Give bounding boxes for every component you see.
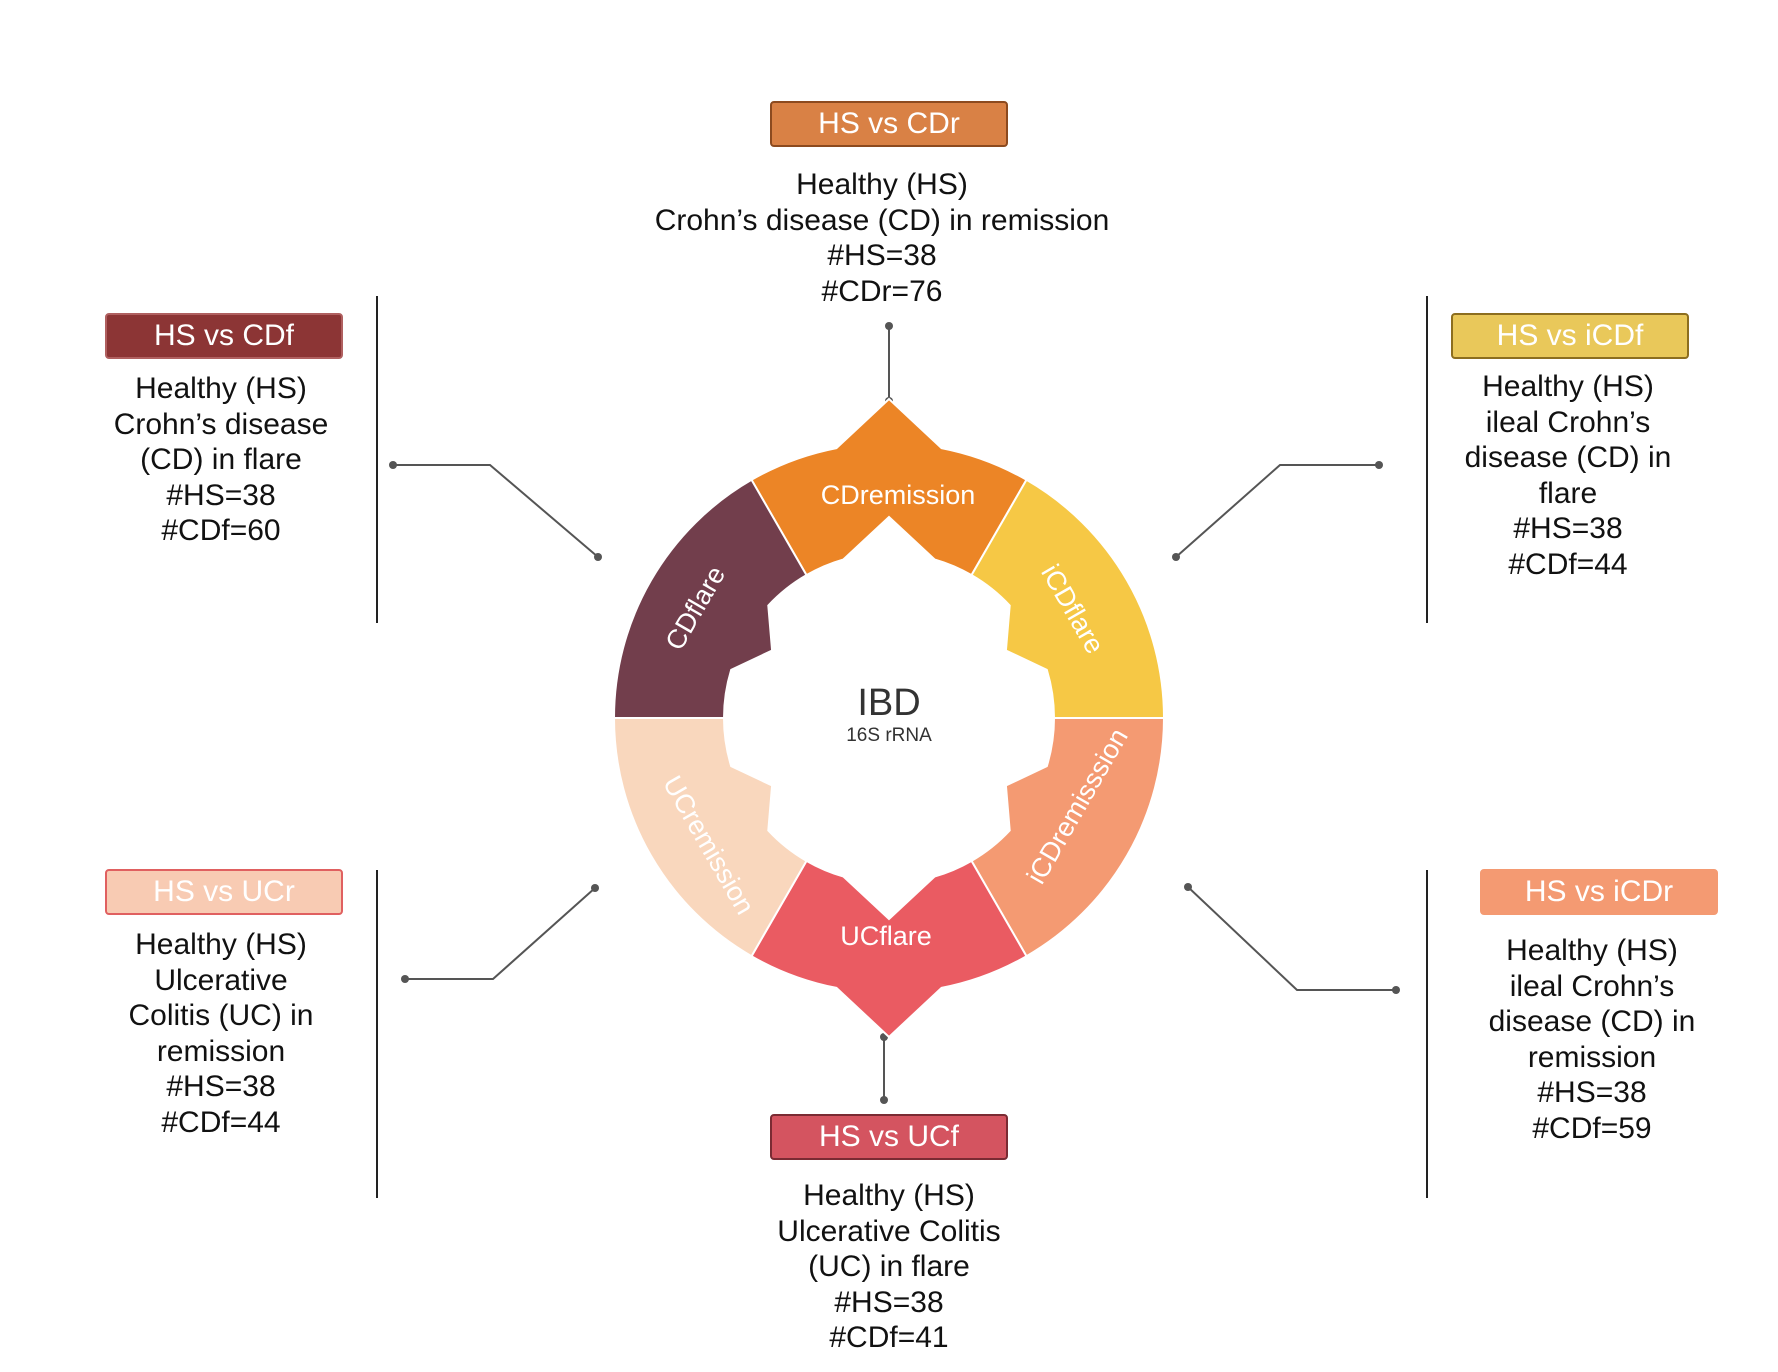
connector-lines: [376, 296, 1428, 1198]
description-line: Healthy (HS): [135, 372, 307, 405]
description-line: ileal Crohn’s: [1509, 969, 1675, 1003]
segment-cdremission: [750, 397, 1028, 577]
description-line: Colitis (UC) in: [128, 999, 314, 1032]
description-line: Healthy (HS): [1506, 934, 1678, 967]
description-line: #HS=38: [1513, 512, 1623, 545]
segment-icdremisssion: [970, 717, 1166, 958]
description-line: flare: [1538, 476, 1598, 510]
comparison-badge: HS vs CDr: [770, 101, 1008, 147]
description-line: disease (CD) in: [1464, 441, 1672, 474]
connector-ucr: [401, 884, 599, 983]
description-line: ileal Crohn’s: [1485, 405, 1651, 439]
description-line: Healthy (HS): [1482, 370, 1654, 403]
connector-cdr: [885, 322, 893, 405]
description-line: remission: [156, 1034, 286, 1068]
connector-ucf: [880, 1033, 888, 1104]
connector-icdr: [1184, 883, 1400, 994]
comparison-description: Healthy (HS)Ulcerative Colitis(UC) in fl…: [639, 1178, 1139, 1356]
center-title: IBD: [857, 682, 920, 724]
description-line: Crohn’s disease (CD) in remission: [654, 203, 1110, 237]
segment-ucremission: [612, 717, 808, 958]
description-line: #HS=38: [834, 1285, 944, 1319]
description-line: #HS=38: [166, 478, 276, 512]
comparison-badge: HS vs iCDf: [1451, 313, 1689, 359]
description-line: #CDf=44: [1508, 547, 1628, 581]
comparison-description: Healthy (HS)Crohn’s disease (CD) in remi…: [632, 167, 1132, 309]
center-subtitle: 16S rRNA: [846, 725, 932, 746]
description-line: #CDf=59: [1532, 1111, 1652, 1145]
connector-cdf: [389, 461, 602, 561]
description-line: (CD) in flare: [140, 443, 302, 476]
description-line: Healthy (HS): [796, 168, 968, 201]
description-line: remission: [1527, 1040, 1657, 1074]
comparison-badge: HS vs UCr: [105, 869, 343, 915]
description-line: (UC) in flare: [808, 1250, 970, 1283]
segment-cdflare: [612, 478, 808, 719]
description-line: #CDr=76: [821, 274, 943, 308]
description-line: #CDf=44: [161, 1105, 281, 1139]
connector-icdf: [1172, 461, 1383, 561]
comparison-badge: HS vs CDf: [105, 313, 343, 359]
description-line: #CDf=41: [829, 1321, 949, 1354]
comparison-badge: HS vs UCf: [770, 1114, 1008, 1160]
description-line: disease (CD) in: [1488, 1005, 1696, 1038]
description-line: #HS=38: [827, 239, 937, 272]
description-line: Ulcerative: [154, 963, 288, 997]
description-line: Ulcerative Colitis: [777, 1214, 1001, 1248]
description-line: #HS=38: [166, 1070, 276, 1103]
comparison-description: Healthy (HS)Crohn’s disease(CD) in flare…: [0, 371, 471, 549]
description-line: #HS=38: [1537, 1076, 1647, 1109]
description-line: Healthy (HS): [803, 1179, 975, 1212]
segment-label: UCflare: [840, 921, 932, 951]
segment-ucflare: [750, 859, 1028, 1039]
comparison-badge: HS vs iCDr: [1480, 869, 1718, 915]
segment-label: CDremission: [821, 480, 976, 510]
segment-ring: CDremissioniCDflareiCDremisssionUCflareU…: [612, 397, 1166, 1039]
segment-icdflare: [970, 478, 1166, 719]
description-line: Crohn’s disease: [113, 407, 329, 441]
description-line: #CDf=60: [161, 514, 281, 547]
description-line: Healthy (HS): [135, 928, 307, 961]
